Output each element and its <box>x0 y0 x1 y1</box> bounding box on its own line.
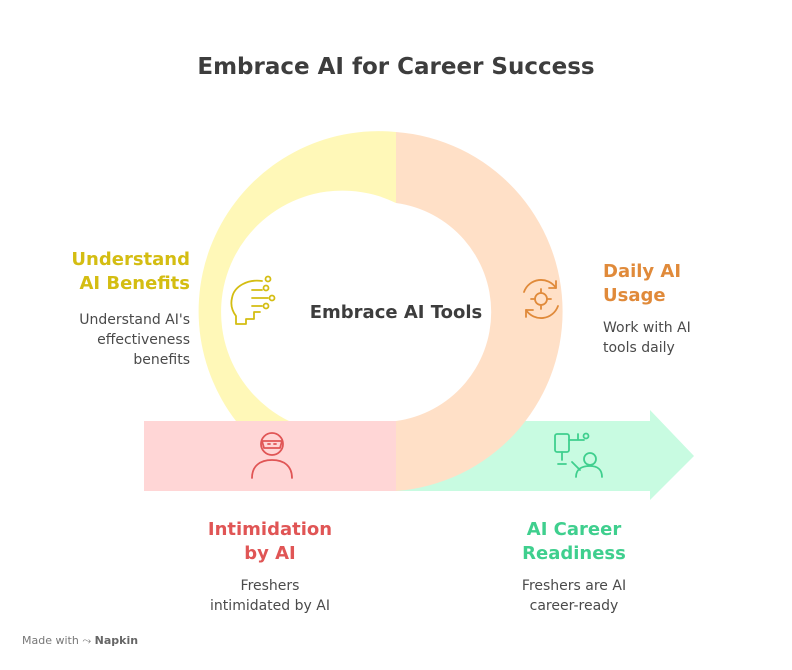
brain-circuit-icon <box>230 275 276 325</box>
footer-brand: Napkin <box>94 634 139 647</box>
readiness-description: Freshers are AI career-ready <box>521 578 627 614</box>
readiness-heading: AI Career Readiness <box>522 519 626 564</box>
understand-heading: Understand AI Benefits <box>71 249 190 294</box>
center-label: Embrace AI Tools <box>309 302 483 323</box>
daily-description: Work with AI tools daily <box>603 320 691 356</box>
intimidation-block <box>144 421 396 491</box>
daily-arc <box>396 132 563 491</box>
understand-description: Understand AI's effectiveness benefits <box>79 312 190 368</box>
intimidation-heading: Intimidation by AI <box>207 519 333 564</box>
footer-credit: Made with ⤳ Napkin <box>22 634 138 648</box>
intimidation-description: Freshers intimidated by AI <box>210 578 330 614</box>
daily-heading: Daily AI Usage <box>603 261 682 306</box>
page-title: Embrace AI for Career Success <box>197 54 595 80</box>
understand-arc <box>198 131 396 422</box>
gear-cycle-icon <box>523 279 559 319</box>
napkin-logo-icon: ⤳ <box>82 634 92 647</box>
masked-person-icon <box>251 432 293 479</box>
person-with-robot-icon <box>554 432 603 478</box>
footer-made-with: Made with <box>22 634 79 647</box>
